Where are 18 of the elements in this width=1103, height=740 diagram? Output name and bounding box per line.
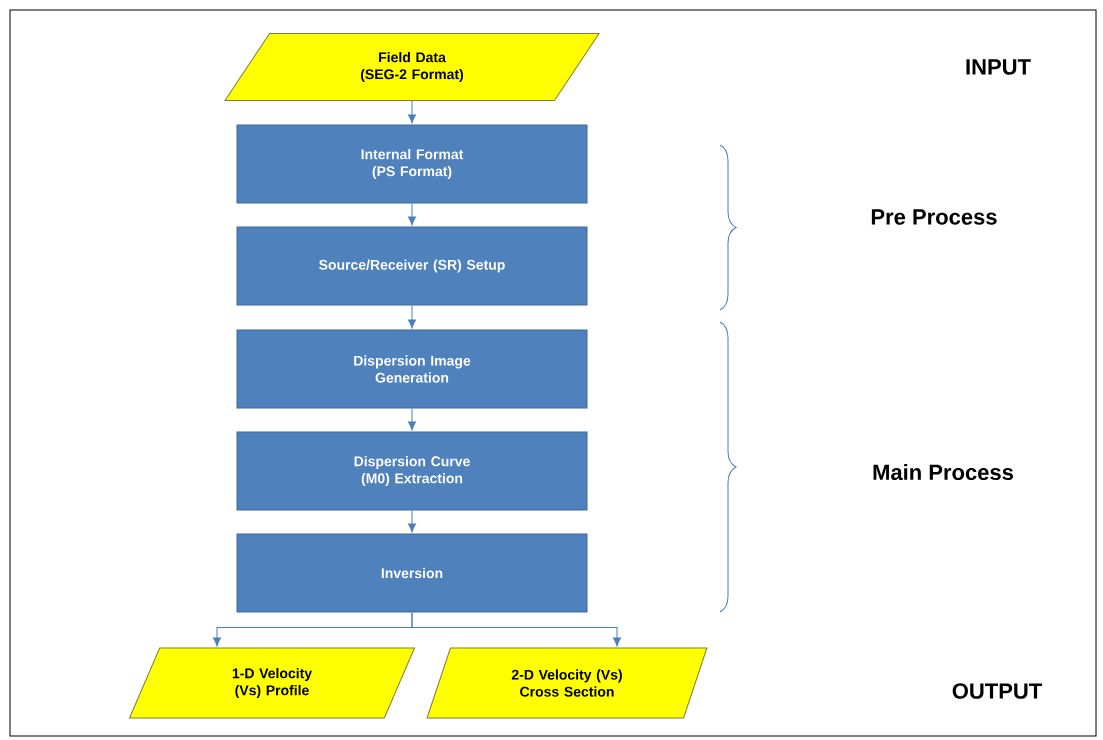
arrow	[407, 510, 417, 533]
stage-label: Main Process	[873, 463, 1013, 481]
stage-label: Pre Process	[871, 209, 997, 225]
process-box: Source/Receiver (SR) Setup	[236, 226, 588, 306]
arrow	[407, 203, 417, 226]
arrow	[407, 100, 417, 124]
process-box: Inversion	[236, 533, 588, 613]
stage-label: OUTPUT	[952, 683, 1042, 699]
process-box: Internal Format (PS Format)	[236, 124, 588, 204]
arrow	[411, 612, 622, 647]
process-box: Dispersion Curve (M0) Extraction	[236, 431, 588, 511]
stage-label: INPUT	[966, 59, 1031, 75]
arrow	[407, 305, 417, 329]
data-parallelogram: 1-D Velocity (Vs) Profile	[129, 647, 415, 719]
arrow	[407, 408, 417, 431]
process-box: Dispersion Image Generation	[236, 329, 588, 409]
data-parallelogram: Field Data (SEG-2 Format)	[224, 33, 600, 101]
data-parallelogram: 2-D Velocity (Vs) Cross Section	[426, 647, 708, 719]
